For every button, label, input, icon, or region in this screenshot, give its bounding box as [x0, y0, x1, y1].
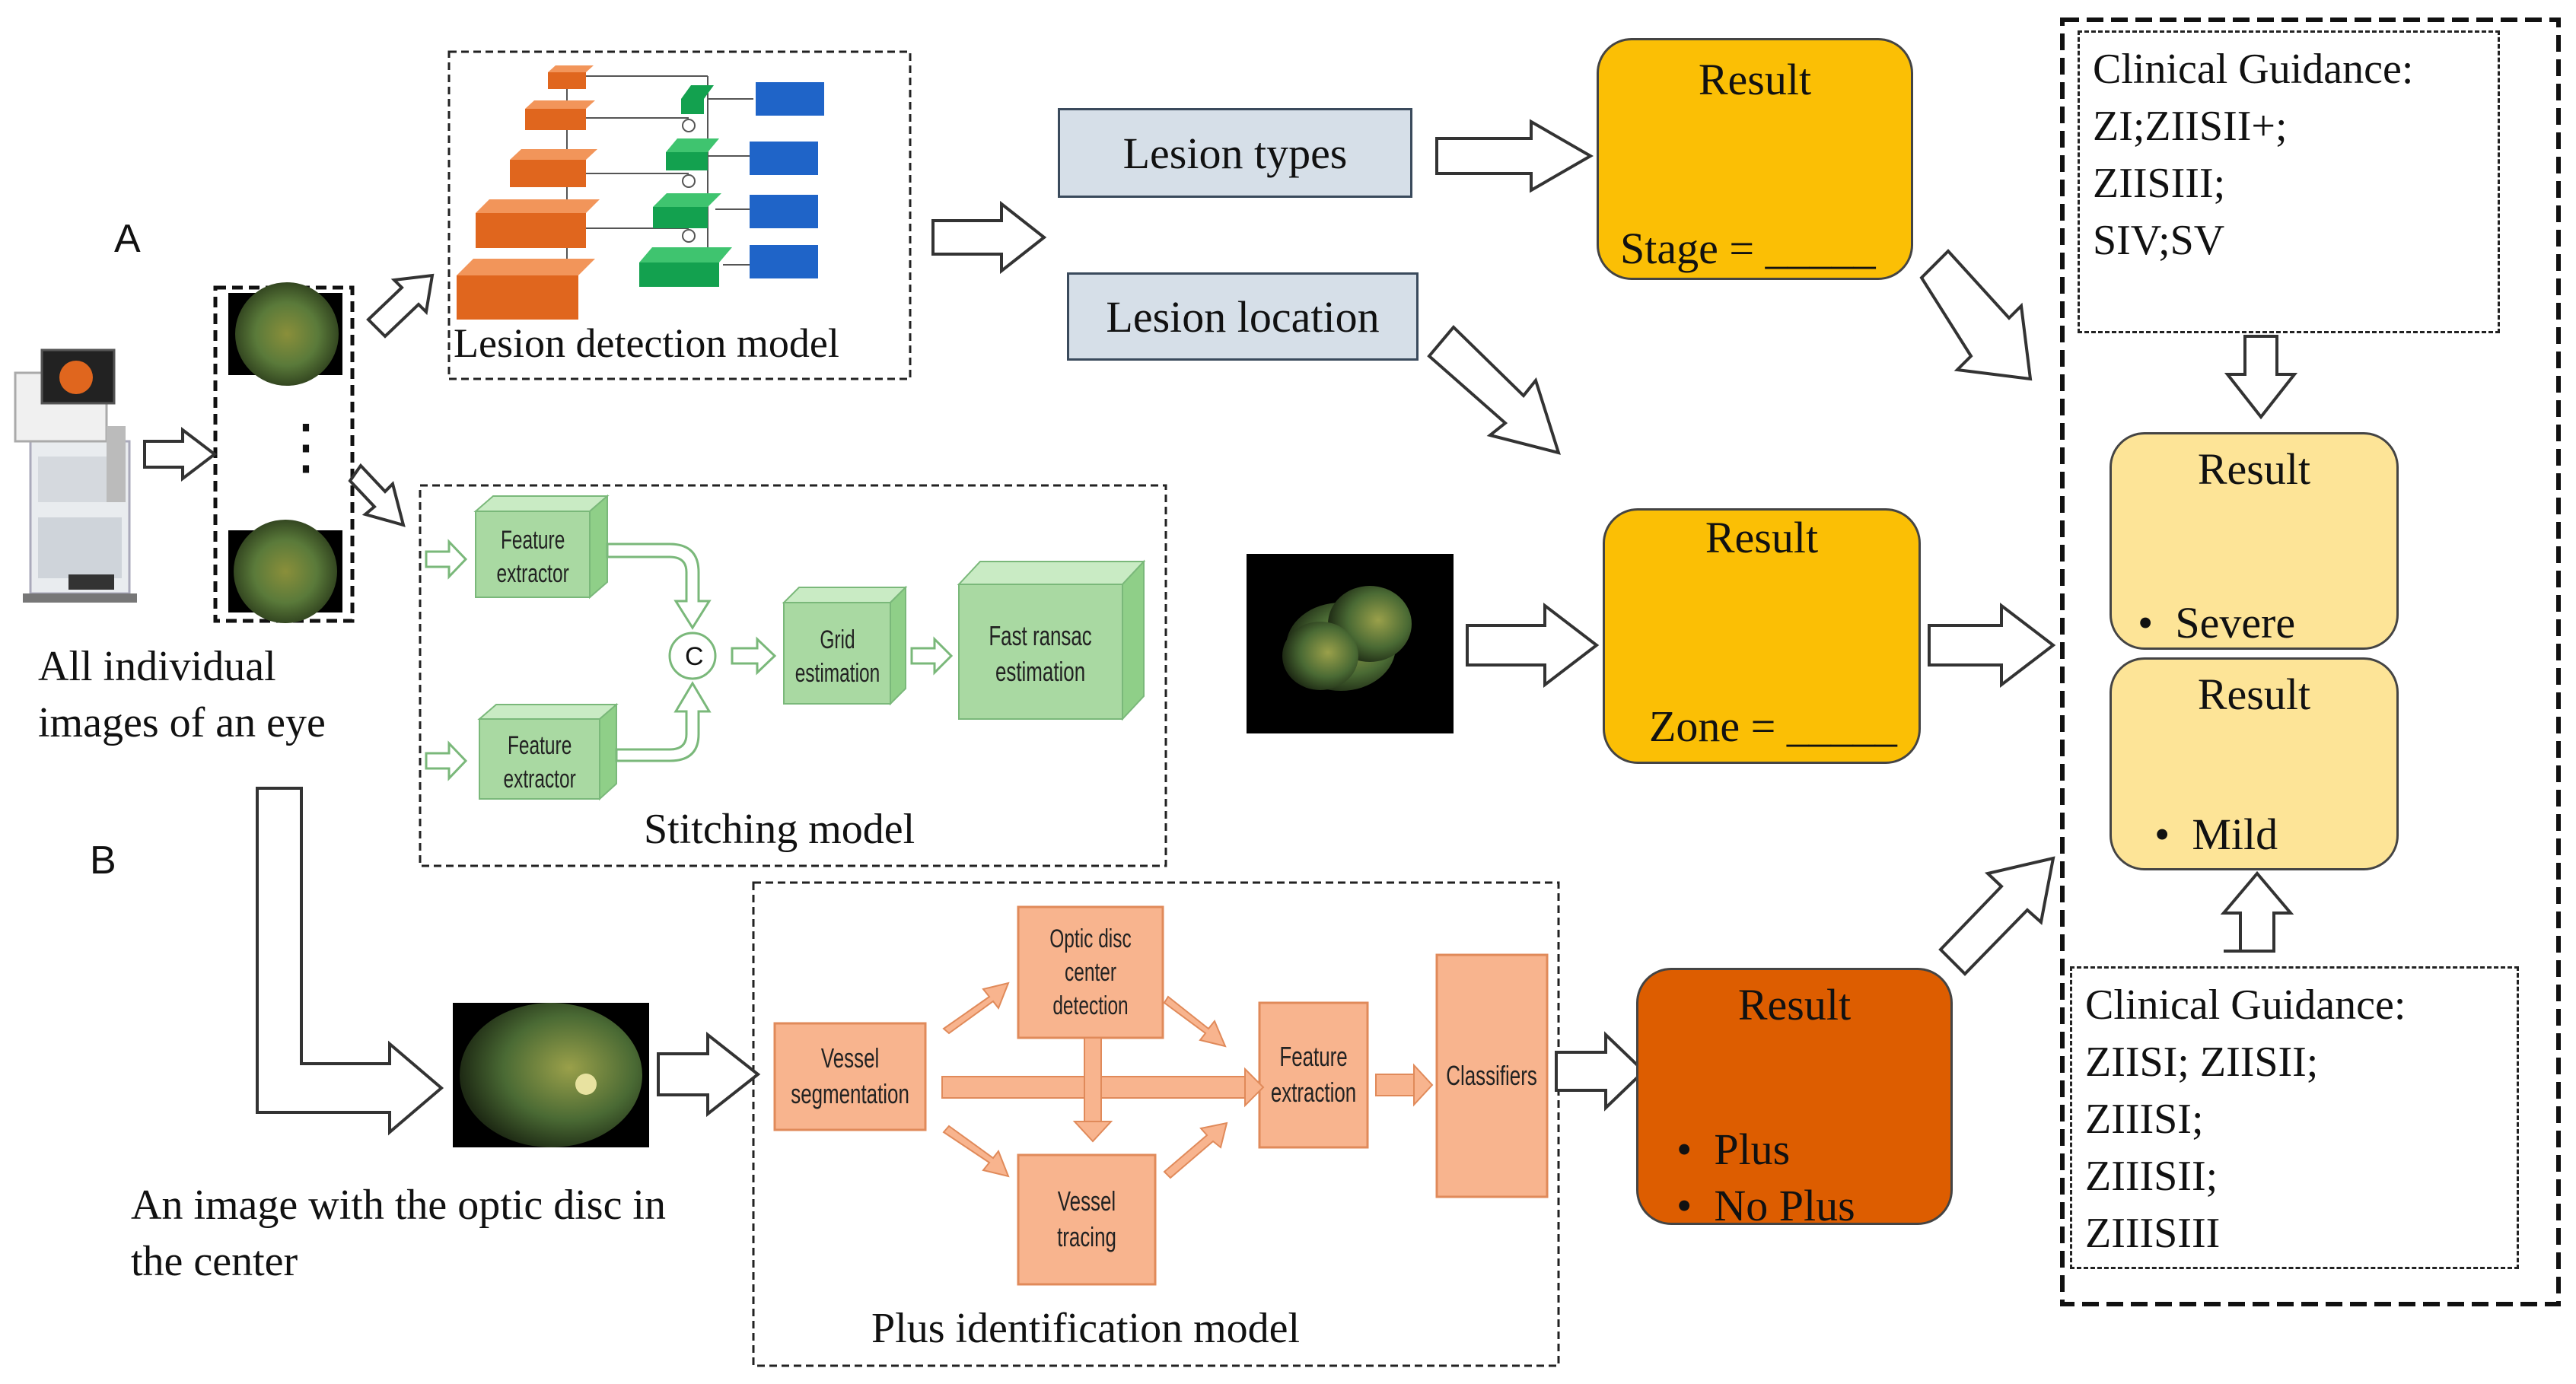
stitching-frame: [419, 484, 1167, 867]
all-images-caption-line1: All individual: [38, 643, 276, 690]
detection-backbone: [457, 65, 600, 320]
result-stage-title: Result: [1698, 55, 1812, 104]
guidance-bottom-line-1: ZIISI; ZIISII;: [2085, 1039, 2319, 1086]
plus-model-title: Plus identification model: [871, 1305, 1301, 1352]
fundus-camera-device: [14, 348, 137, 603]
plus-model-boxes: [773, 905, 1549, 1286]
stitching-title: Stitching model: [644, 806, 915, 853]
classifiers-label: Classifiers: [1446, 1059, 1538, 1091]
result-stage-line: Stage = _____: [1620, 224, 1876, 273]
result-plus-item-2: • No Plus: [1676, 1181, 1855, 1230]
guidance-top-line-1: ZI;ZIISII+;: [2093, 103, 2288, 150]
result-severe-title: Result: [2197, 444, 2311, 494]
stitching-arrows: [425, 539, 954, 781]
result-plus-item-1: • Plus: [1676, 1125, 1791, 1174]
feature-extractor-bottom-cube: [477, 702, 619, 801]
result-zone-line: Zone = _____: [1649, 702, 1897, 751]
guidance-bottom-title: Clinical Guidance:: [2085, 982, 2406, 1029]
stack-ellipsis: ⋮: [275, 414, 336, 481]
concat-label: C: [685, 642, 704, 671]
result-plus-box: Result • Plus • No Plus: [1636, 968, 1953, 1230]
plus-model-arrows: [941, 982, 1434, 1179]
guidance-top-line-3: SIV;SV: [2093, 217, 2225, 264]
guidance-bottom-line-4: ZIIISIII: [2085, 1210, 2221, 1257]
result-zone-box: Result Zone = _____: [1603, 508, 1921, 764]
result-plus-title: Result: [1737, 980, 1852, 1029]
guidance-top-line-2: ZIISIII;: [2093, 160, 2226, 207]
section-a-label: A: [114, 217, 141, 261]
lesion-detection-frame: [447, 50, 912, 380]
optic-caption-line1: An image with the optic disc in: [131, 1182, 666, 1229]
lesion-location-label: Lesion location: [1106, 291, 1380, 342]
result-mild-box: Result • Mild: [2110, 657, 2399, 870]
all-images-caption-line2: images of an eye: [38, 699, 326, 746]
feature-extractor-top-cube: [473, 494, 610, 600]
lesion-location-box: Lesion location: [1067, 272, 1419, 361]
result-severe-box: Result • Severe: [2110, 432, 2399, 650]
section-b-label: B: [90, 838, 116, 883]
plus-model-frame: [752, 881, 1560, 1367]
lesion-detection-title: Lesion detection model: [454, 320, 839, 366]
flow-arrows: [143, 119, 2298, 1136]
detection-fpn: [586, 75, 824, 287]
guidance-bottom-box: [2070, 966, 2519, 1269]
guidance-bottom-line-3: ZIIISII;: [2085, 1153, 2218, 1200]
lesion-types-label: Lesion types: [1122, 128, 1348, 178]
ransac-estimation-cube: [957, 559, 1146, 721]
guidance-bottom-line-2: ZIIISI;: [2085, 1096, 2204, 1143]
clinical-frame: [2060, 17, 2561, 1306]
result-severe-item: • Severe: [2138, 598, 2296, 647]
concat-node: [668, 632, 717, 680]
lesion-types-box: Lesion types: [1058, 108, 1412, 198]
guidance-top-box: [2078, 30, 2500, 333]
result-zone-title: Result: [1705, 513, 1819, 562]
result-mild-item: • Mild: [2154, 810, 2278, 859]
vessel-tracing-label: Vessel tracing: [1057, 1185, 1116, 1252]
optic-caption-line2: the center: [131, 1238, 298, 1285]
result-mild-title: Result: [2197, 670, 2311, 719]
guidance-top-title: Clinical Guidance:: [2093, 46, 2414, 93]
grid-estimation-cube: [782, 585, 908, 706]
result-stage-box: Result Stage = _____: [1597, 38, 1913, 280]
